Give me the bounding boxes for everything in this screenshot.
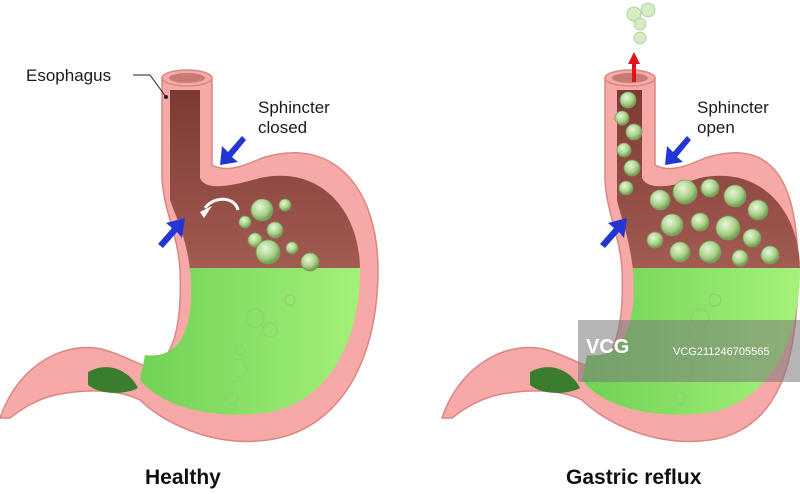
reflux-arrow-icon xyxy=(628,52,640,82)
sphincter-arrows xyxy=(600,136,691,248)
watermark-text: VCG211246705565 xyxy=(673,346,770,358)
escaping-bubbles xyxy=(626,2,656,45)
sphincter-open-label-line1: Sphincter xyxy=(697,98,769,117)
arrow-icon xyxy=(220,136,246,165)
duodenum-fluid xyxy=(88,367,138,393)
esophagus-label: Esophagus xyxy=(26,66,112,85)
sphincter-open-label-line2: open xyxy=(697,118,735,137)
arrow-icon xyxy=(158,218,185,248)
sphincter-closed-label-line2: closed xyxy=(258,118,308,137)
watermark: VCG VCG211246705565 xyxy=(578,320,800,382)
arrow-icon xyxy=(665,136,691,165)
fluid-bubbles xyxy=(225,294,296,405)
sphincter-closed-label-line1: Sphincter xyxy=(258,98,330,117)
esophagus-leader xyxy=(133,74,167,98)
healthy-stomach xyxy=(0,69,379,443)
gas-bubbles xyxy=(238,198,320,272)
caption-gastric-reflux: Gastric reflux xyxy=(566,466,702,489)
arrow-icon xyxy=(600,218,627,248)
reflux-blocked-arrow xyxy=(203,197,240,211)
gas-bubbles xyxy=(614,91,780,267)
sphincter-arrows xyxy=(158,136,246,248)
duodenum-fluid xyxy=(530,367,580,393)
watermark-logo: VCG xyxy=(586,336,630,358)
caption-healthy: Healthy xyxy=(145,466,221,489)
